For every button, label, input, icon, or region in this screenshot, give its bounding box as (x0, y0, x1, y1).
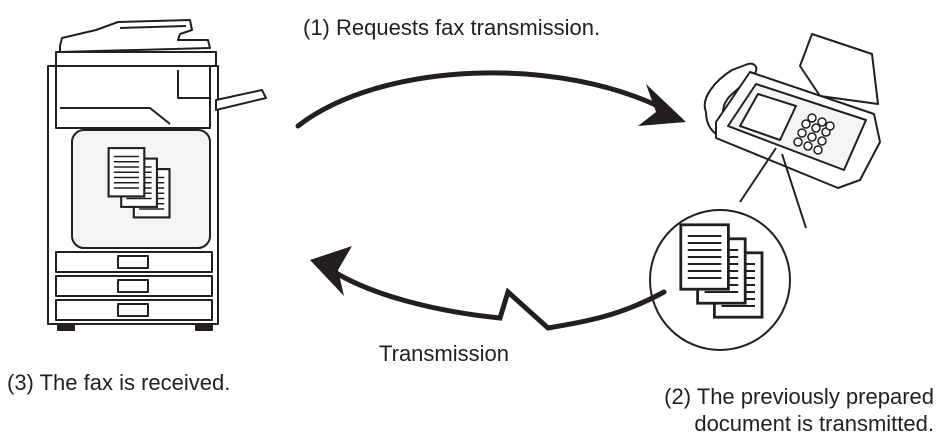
printer-icon (47, 19, 267, 331)
step3-label: (3) The fax is received. (7, 370, 231, 395)
step2-label: (2) The previously prepared document is … (600, 383, 934, 437)
fax-machine-icon (703, 33, 881, 189)
step2-label-line1: (2) The previously prepared (664, 384, 934, 409)
transmission-label: Transmission (379, 341, 509, 366)
request-arrow (295, 70, 686, 129)
transmission-arrow (310, 246, 667, 331)
step1-label: (1) Requests fax transmission. (303, 15, 601, 40)
step2-label-line2: document is transmitted. (694, 411, 934, 436)
